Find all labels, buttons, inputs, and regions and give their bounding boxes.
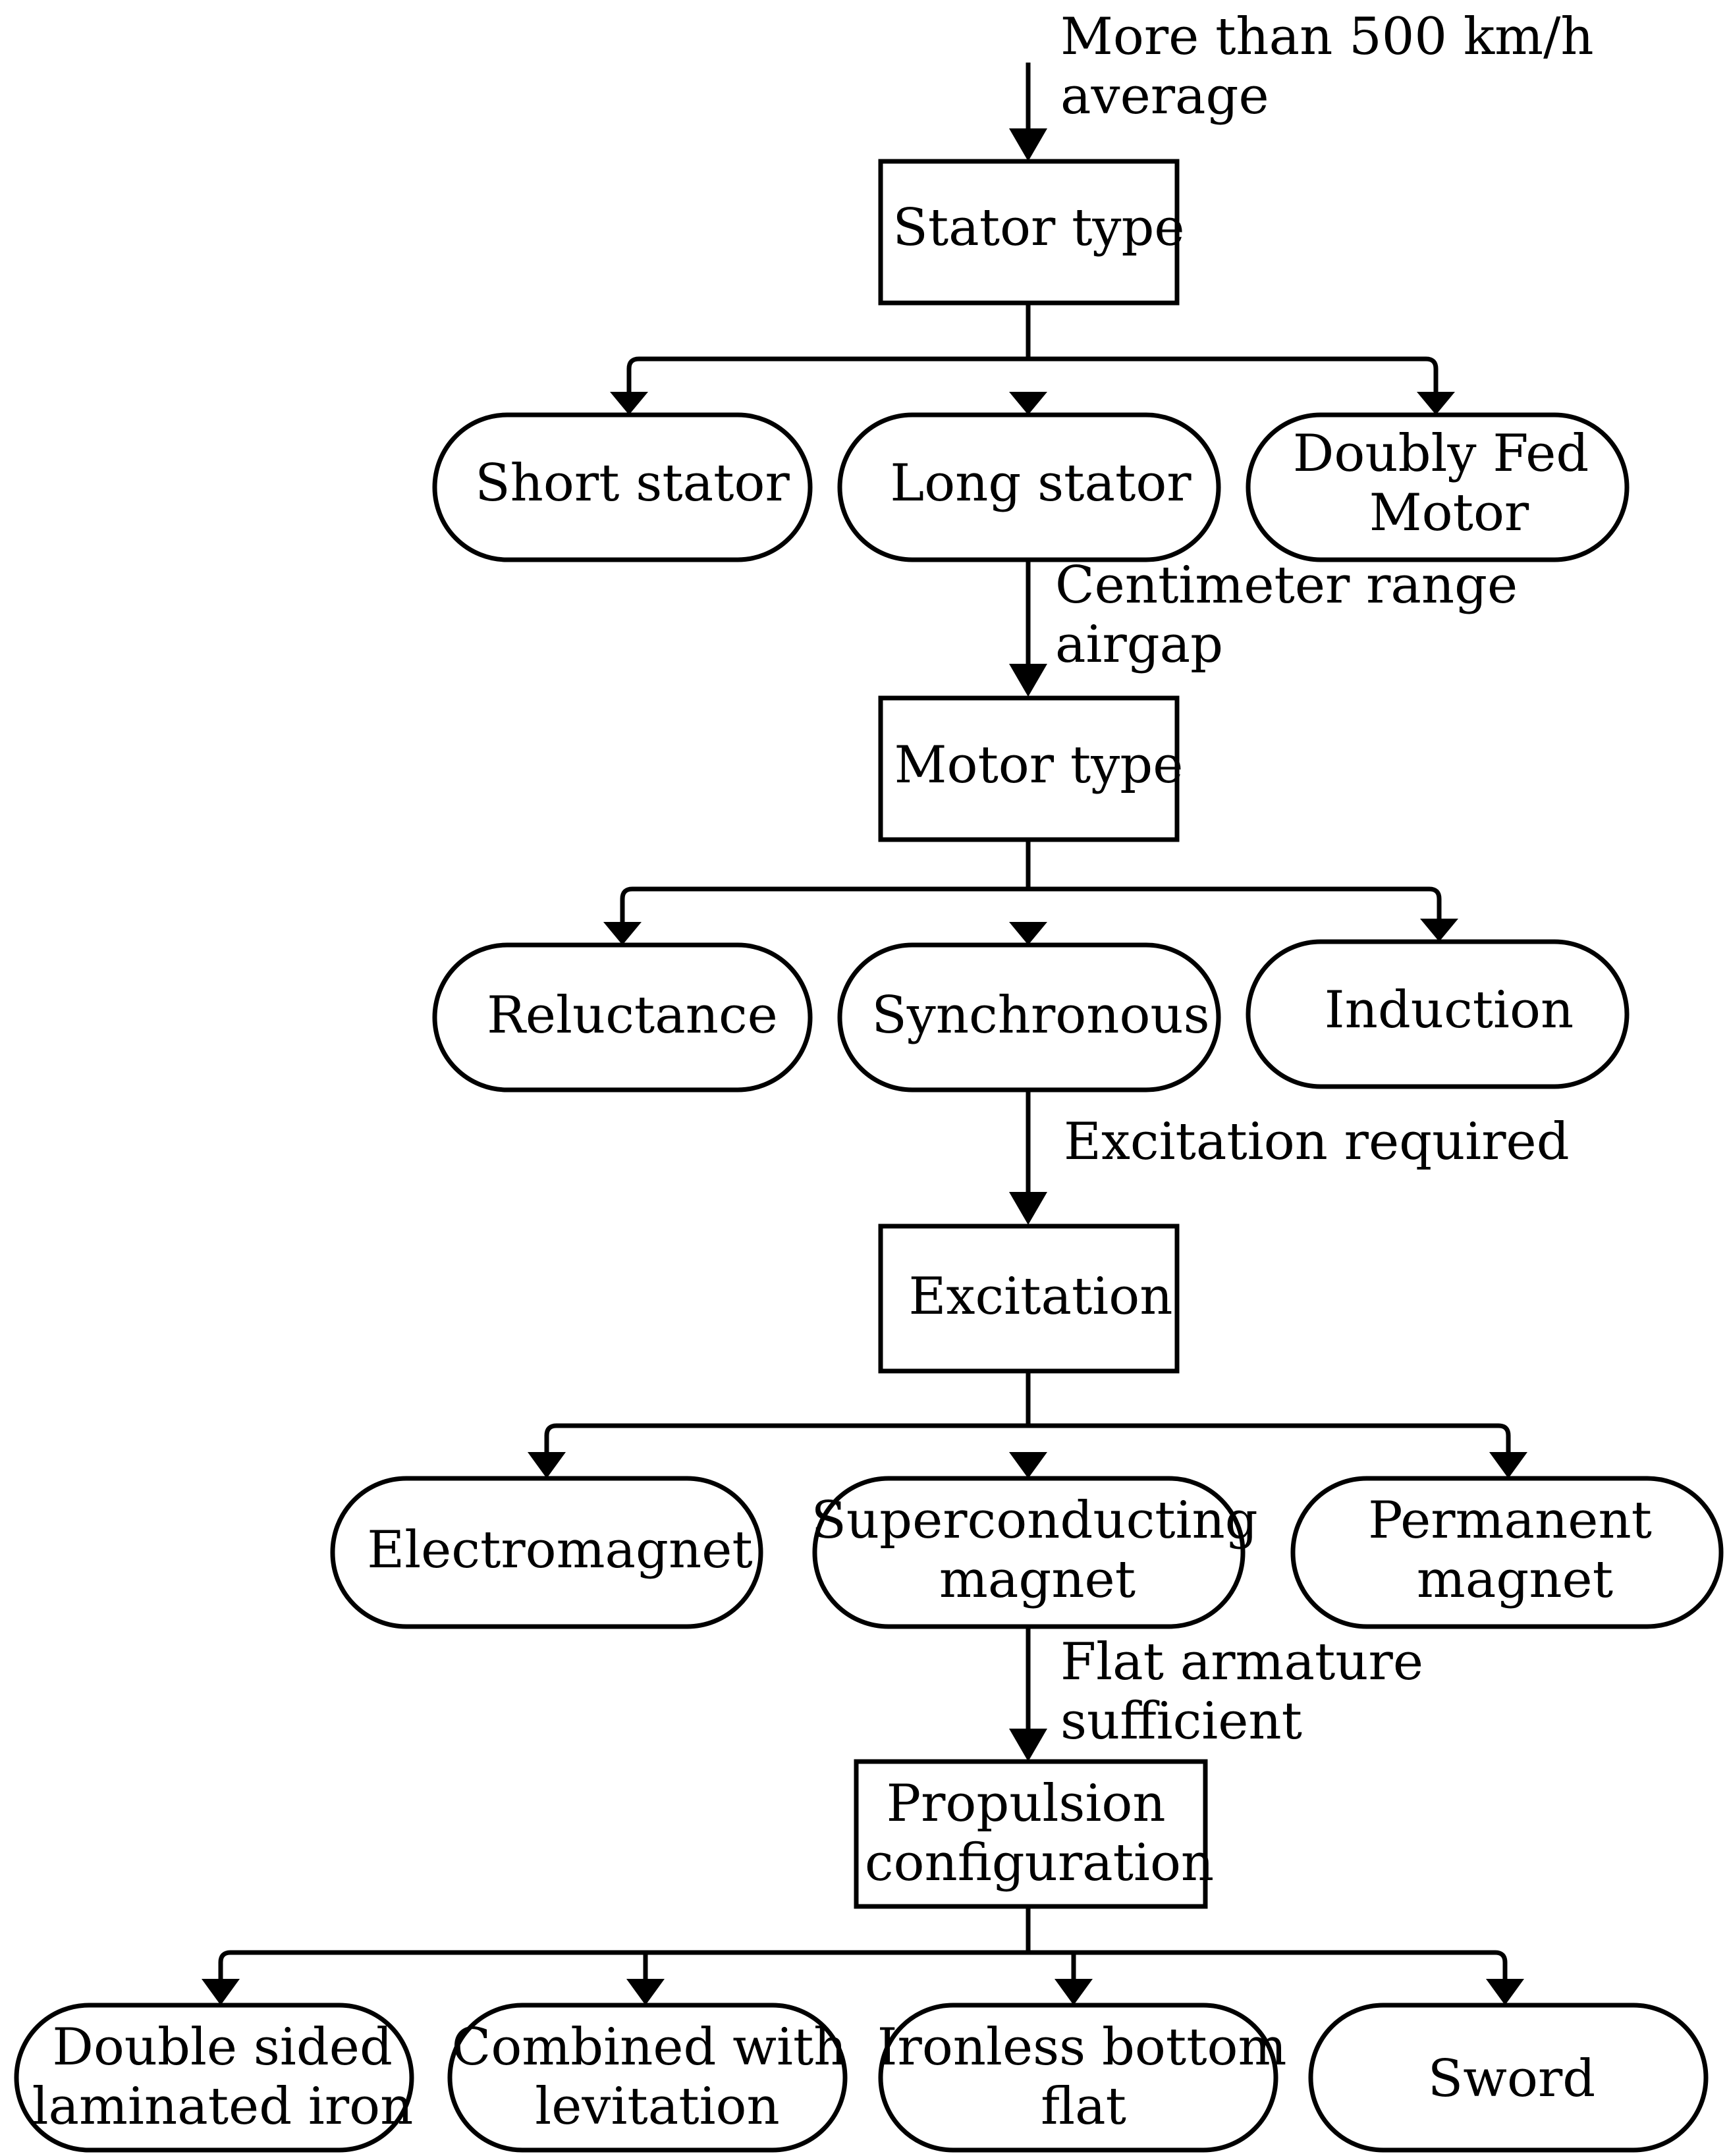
arrowhead-ironless	[1055, 1979, 1093, 2005]
motor-type-title: Motor type	[894, 736, 1184, 795]
propulsion-split-line	[218, 1906, 1508, 1982]
arrowhead-double-sided	[202, 1979, 240, 2005]
option-label: Electromagnet	[367, 1521, 752, 1580]
arrowhead-electromagnet	[528, 1452, 566, 1478]
propulsion-title: Propulsion configuration	[865, 1774, 1214, 1893]
input-condition-label: More than 500 km/h average	[1060, 7, 1610, 126]
excitation-arrowhead	[1009, 1192, 1047, 1225]
stator-type-title: Stator type	[892, 198, 1184, 257]
excitation-box: Excitation	[878, 1224, 1180, 1374]
connectors	[202, 63, 1527, 2005]
stator-split-line	[626, 303, 1439, 395]
motor-option-reluctance: Reluctance	[432, 942, 813, 1092]
arrowhead-doubly-fed	[1417, 392, 1455, 415]
excitation-option-electromagnet: Electromagnet	[330, 1476, 763, 1629]
propulsion-option-combined-with-levitation: Combined with levitation	[447, 2003, 864, 2153]
arrowhead-permanent	[1489, 1452, 1527, 1478]
excitation-split-line	[544, 1372, 1511, 1455]
arrowhead-short-stator	[610, 392, 648, 415]
arrowhead-reluctance	[603, 922, 642, 945]
option-label: Double sided laminated iron	[32, 2018, 414, 2136]
motor-option-induction: Induction	[1246, 939, 1630, 1089]
stator-option-short-stator: Short stator	[432, 412, 813, 562]
stator-option-long-stator: Long stator	[837, 412, 1221, 562]
option-label: Ironless bottom flat	[877, 2018, 1303, 2136]
stator-type-box: Stator type	[878, 159, 1185, 306]
arrowhead-long-stator	[1009, 392, 1047, 415]
motor-option-synchronous: Synchronous	[837, 942, 1221, 1092]
input-arrowhead	[1009, 128, 1047, 161]
option-label: Long stator	[890, 454, 1192, 513]
option-label: Superconducting magnet	[811, 1491, 1274, 1609]
stator-condition-label: Centimeter range airgap	[1055, 556, 1534, 674]
excitation-condition-label: Flat armature sufficient	[1060, 1632, 1440, 1751]
propulsion-option-sword: Sword	[1308, 2003, 1709, 2153]
option-label: Permanent magnet	[1368, 1491, 1668, 1609]
stator-option-doubly-fed-motor: Doubly Fed Motor	[1246, 412, 1630, 562]
arrowhead-synchronous	[1009, 922, 1047, 945]
motor-type-box: Motor type	[878, 695, 1184, 842]
arrowhead-induction	[1420, 919, 1458, 942]
option-label: Doubly Fed Motor	[1293, 424, 1605, 543]
motor-type-arrowhead	[1009, 664, 1047, 697]
propulsion-arrowhead	[1009, 1729, 1047, 1762]
option-label: Reluctance	[487, 986, 778, 1045]
option-label: Synchronous	[871, 986, 1209, 1045]
option-label: Combined with levitation	[452, 2018, 864, 2136]
excitation-option-superconducting-magnet: Superconducting magnet	[811, 1476, 1274, 1629]
propulsion-option-double-sided-laminated-iron: Double sided laminated iron	[14, 2003, 414, 2153]
excitation-title: Excitation	[909, 1267, 1173, 1326]
arrowhead-combined	[626, 1979, 665, 2005]
propulsion-configuration-box: Propulsion configuration	[854, 1759, 1214, 1909]
option-label: Sword	[1428, 2049, 1595, 2109]
arrowhead-superconducting	[1009, 1452, 1047, 1478]
motor-split-line	[620, 840, 1442, 925]
option-label: Induction	[1325, 981, 1574, 1040]
arrowhead-sword	[1486, 1979, 1524, 2005]
excitation-option-permanent-magnet: Permanent magnet	[1290, 1476, 1724, 1629]
propulsion-option-ironless-bottom-flat: Ironless bottom flat	[877, 2003, 1303, 2153]
motor-condition-label: Excitation required	[1064, 1112, 1570, 1172]
option-label: Short stator	[475, 454, 790, 513]
